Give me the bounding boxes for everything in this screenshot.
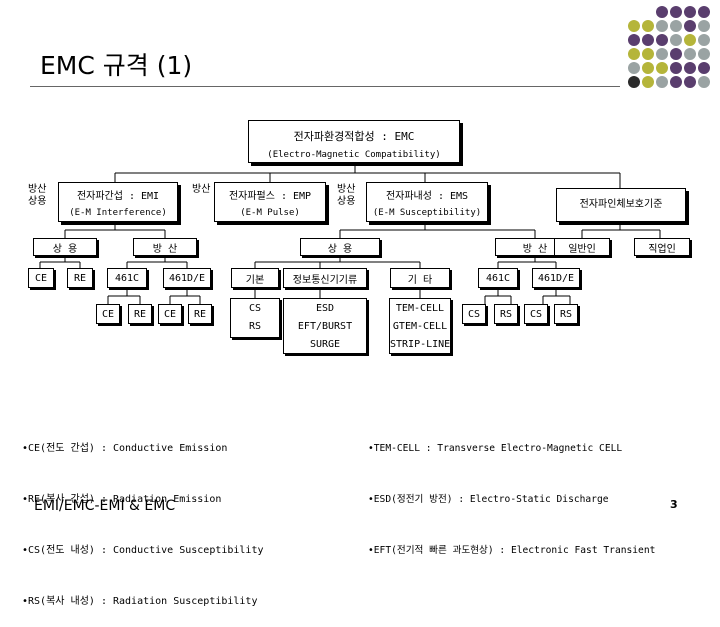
461c-ce-node: CE bbox=[96, 304, 120, 324]
decorative-dot bbox=[642, 48, 654, 60]
decorative-dot bbox=[656, 48, 668, 60]
note-eft: •EFT(전기적 빠른 과도현상) : Electronic Fast Tran… bbox=[368, 545, 656, 556]
ems-461c-cs-node: CS bbox=[462, 304, 486, 324]
ems-tag: 방산 상용 bbox=[337, 184, 356, 207]
decorative-dot bbox=[656, 34, 668, 46]
461c-re-node: RE bbox=[128, 304, 152, 324]
decorative-dot bbox=[684, 34, 696, 46]
human-protection-title: 전자파인체보호기준 bbox=[579, 199, 663, 210]
esd-test: ESD bbox=[315, 303, 335, 314]
decorative-dot-grid bbox=[628, 6, 716, 94]
decorative-dot bbox=[628, 48, 640, 60]
emi-ce-node: CE bbox=[28, 268, 54, 288]
461de-re-node: RE bbox=[188, 304, 212, 324]
ems-telecom-node: 정보통신기기류 bbox=[283, 268, 367, 288]
emi-tag: 방산 상용 bbox=[28, 184, 47, 207]
decorative-dot bbox=[698, 62, 710, 74]
note-tem: •TEM-CELL : Transverse Electro-Magnetic … bbox=[368, 443, 623, 454]
footer-text: EMI/EMC-EMI & EMC bbox=[34, 498, 176, 514]
decorative-dot bbox=[684, 62, 696, 74]
page-number: 3 bbox=[670, 498, 678, 511]
ems-461c-rs-node: RS bbox=[494, 304, 518, 324]
tree-connectors bbox=[39, 163, 661, 304]
ems-461de-cs-node: CS bbox=[524, 304, 548, 324]
page-title: EMC 규격 (1) bbox=[40, 51, 193, 80]
title-underline bbox=[30, 86, 620, 87]
emc-root-box: 전자파환경적합성 : EMC (Electro-Magnetic Compati… bbox=[248, 120, 460, 163]
emi-title: 전자파간섭 : EMI bbox=[76, 191, 160, 202]
emc-subtitle: (Electro-Magnetic Compatibility) bbox=[267, 150, 441, 160]
other-tests-box: TEM-CELL GTEM-CELL STRIP-LINE bbox=[389, 298, 451, 354]
general-public-node: 일반인 bbox=[554, 238, 610, 256]
surge-test: SURGE bbox=[309, 339, 341, 350]
decorative-dot bbox=[628, 34, 640, 46]
decorative-dot bbox=[684, 48, 696, 60]
emp-tag: 방산 bbox=[192, 184, 211, 195]
emi-subtitle: (E-M Interference) bbox=[69, 208, 167, 218]
notes-left: •CE(전도 간섭) : Conductive Emission •RE(복사 … bbox=[22, 406, 264, 627]
emi-military-node: 방 산 bbox=[133, 238, 197, 256]
decorative-dot bbox=[684, 6, 696, 18]
decorative-dot bbox=[670, 34, 682, 46]
tem-cell-test: TEM-CELL bbox=[395, 303, 445, 314]
ems-basic-node: 기본 bbox=[231, 268, 279, 288]
notes-right: •TEM-CELL : Transverse Electro-Magnetic … bbox=[368, 406, 655, 576]
note-ce: •CE(전도 간섭) : Conductive Emission bbox=[22, 443, 228, 454]
emi-re-node: RE bbox=[67, 268, 93, 288]
emi-box: 전자파간섭 : EMI (E-M Interference) bbox=[58, 182, 178, 222]
decorative-dot bbox=[656, 76, 668, 88]
emi-461de-node: 461D/E bbox=[163, 268, 211, 288]
worker-node: 직업인 bbox=[634, 238, 690, 256]
emp-subtitle: (E-M Pulse) bbox=[240, 208, 300, 218]
note-rs: •RS(복사 내성) : Radiation Susceptibility bbox=[22, 596, 258, 607]
decorative-dot bbox=[684, 20, 696, 32]
telecom-tests-box: ESD EFT/BURST SURGE bbox=[283, 298, 367, 354]
decorative-dot bbox=[628, 20, 640, 32]
ems-title: 전자파내성 : EMS bbox=[385, 191, 469, 202]
decorative-dot bbox=[698, 6, 710, 18]
decorative-dot bbox=[628, 76, 640, 88]
461de-ce-node: CE bbox=[158, 304, 182, 324]
basic-cs-rs-box: CS RS bbox=[230, 298, 280, 338]
decorative-dot bbox=[656, 6, 668, 18]
ems-commercial-node: 상 용 bbox=[300, 238, 380, 256]
gtem-cell-test: GTEM-CELL bbox=[392, 321, 448, 332]
decorative-dot bbox=[670, 6, 682, 18]
decorative-dot bbox=[642, 20, 654, 32]
decorative-dot bbox=[670, 76, 682, 88]
ems-461de-rs-node: RS bbox=[554, 304, 578, 324]
decorative-dot bbox=[656, 62, 668, 74]
emp-box: 전자파펄스 : EMP (E-M Pulse) bbox=[214, 182, 326, 222]
strip-line-test: STRIP-LINE bbox=[390, 339, 451, 350]
decorative-dot bbox=[656, 20, 668, 32]
emi-commercial-node: 상 용 bbox=[33, 238, 97, 256]
decorative-dot bbox=[698, 20, 710, 32]
note-esd: •ESD(정전기 방전) : Electro-Static Discharge bbox=[368, 494, 609, 505]
ems-box: 전자파내성 : EMS (E-M Susceptibility) bbox=[366, 182, 488, 222]
decorative-dot bbox=[642, 76, 654, 88]
basic-cs: CS bbox=[248, 303, 262, 314]
decorative-dot bbox=[684, 76, 696, 88]
decorative-dot bbox=[642, 62, 654, 74]
decorative-dot bbox=[698, 48, 710, 60]
basic-rs: RS bbox=[248, 321, 262, 332]
decorative-dot bbox=[670, 20, 682, 32]
emi-461c-node: 461C bbox=[107, 268, 147, 288]
human-protection-box: 전자파인체보호기준 bbox=[556, 188, 686, 222]
note-re: •RE(복사 간섭) : Radiation Emission bbox=[22, 494, 222, 505]
decorative-dot bbox=[628, 62, 640, 74]
decorative-dot bbox=[642, 34, 654, 46]
ems-461de-node: 461D/E bbox=[532, 268, 580, 288]
decorative-dot bbox=[698, 76, 710, 88]
eft-test: EFT/BURST bbox=[297, 321, 353, 332]
note-cs: •CS(전도 내성) : Conductive Susceptibility bbox=[22, 545, 264, 556]
ems-subtitle: (E-M Susceptibility) bbox=[372, 208, 482, 218]
emc-title: 전자파환경적합성 : EMC bbox=[293, 130, 415, 143]
decorative-dot bbox=[670, 62, 682, 74]
ems-461c-node: 461C bbox=[478, 268, 518, 288]
emp-title: 전자파펄스 : EMP bbox=[228, 191, 312, 202]
decorative-dot bbox=[670, 48, 682, 60]
decorative-dot bbox=[698, 34, 710, 46]
ems-other-node: 기 타 bbox=[390, 268, 450, 288]
